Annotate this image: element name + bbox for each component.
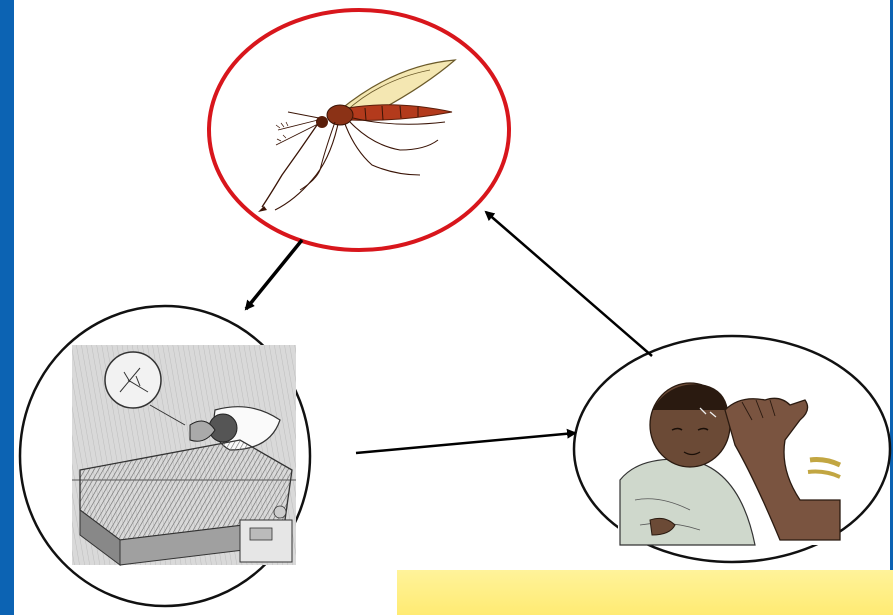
bed-node [20, 306, 310, 606]
feverish-child-icon [618, 380, 840, 545]
arrow-sick-child-to-mosquito [486, 212, 652, 356]
sick-child-node [574, 336, 890, 562]
arrow-mosquito-to-bed [246, 240, 302, 309]
child-in-bed-icon [72, 345, 296, 565]
arrow-bed-to-sick-child [356, 433, 575, 453]
yellow-note-box [397, 570, 893, 615]
mosquito-node [209, 10, 509, 250]
